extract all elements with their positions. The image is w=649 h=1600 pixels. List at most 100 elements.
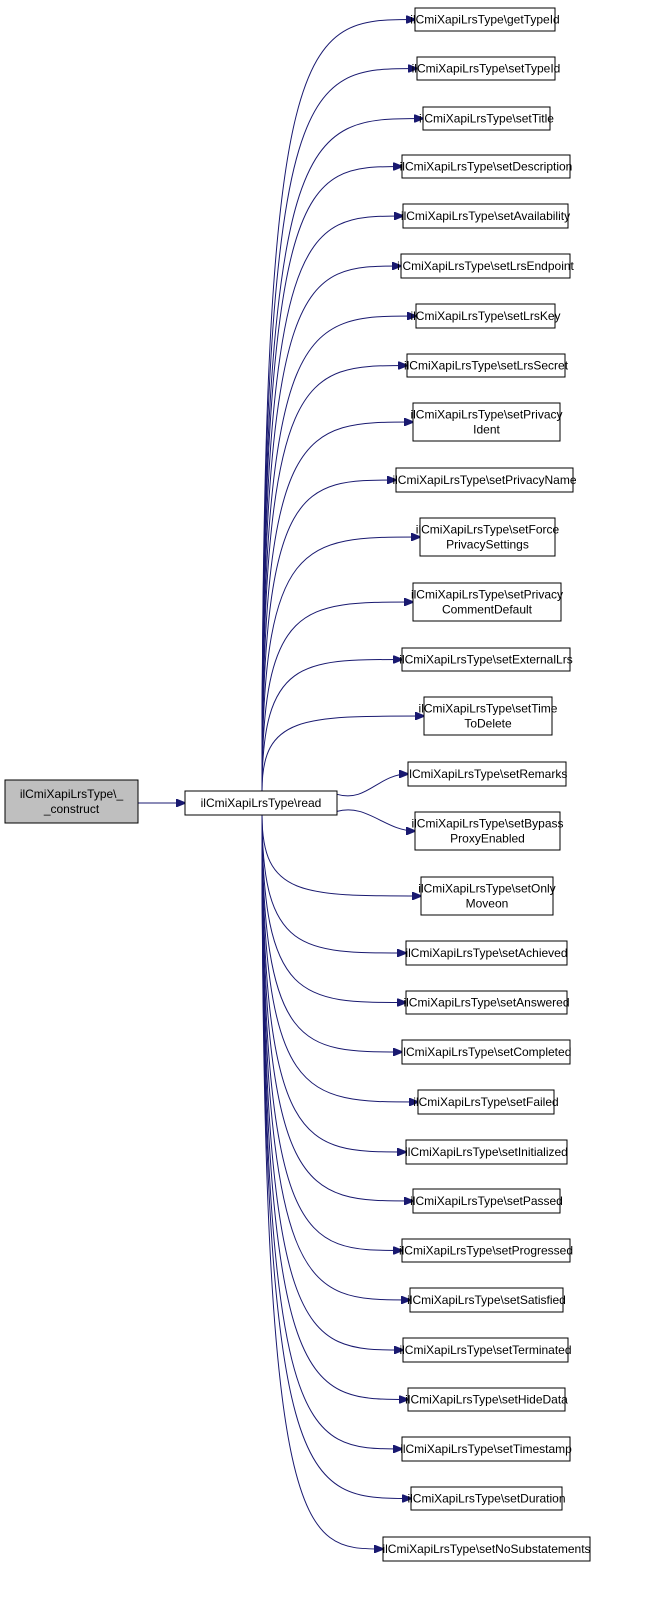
node-callee[interactable]: ilCmiXapiLrsType\setRemarks	[407, 761, 568, 787]
node-callee-box	[407, 761, 567, 787]
node-callee-label: ilCmiXapiLrsType\setBypass	[411, 817, 563, 831]
node-callee-label: ilCmiXapiLrsType\setDuration	[407, 1492, 565, 1506]
node-callee-label: ilCmiXapiLrsType\setPrivacy	[410, 408, 562, 422]
node-callee-label: ilCmiXapiLrsType\setHideData	[405, 1393, 568, 1407]
edge-read-to-callee	[261, 216, 403, 792]
node-callee[interactable]: ilCmiXapiLrsType\setTerminated	[399, 1337, 572, 1363]
node-read[interactable]: ilCmiXapiLrsType\read	[184, 790, 338, 816]
node-callee[interactable]: ilCmiXapiLrsType\setCompleted	[401, 1039, 572, 1065]
edge-read-to-callee	[261, 814, 383, 1549]
edge-read-to-callee	[261, 20, 415, 792]
node-callee[interactable]: ilCmiXapiLrsType\setPassed	[410, 1188, 563, 1214]
node-callee-label: ilCmiXapiLrsType\setTimestamp	[400, 1442, 572, 1456]
edge-read-to-callee	[261, 814, 411, 1499]
node-read-box	[184, 790, 338, 816]
node-callee[interactable]: ilCmiXapiLrsType\setHideData	[405, 1387, 568, 1412]
node-callee-box	[401, 1436, 571, 1462]
node-callee[interactable]: ilCmiXapiLrsType\setSatisfied	[407, 1287, 566, 1313]
node-callee-label: ilCmiXapiLrsType\setCompleted	[401, 1045, 572, 1059]
node-callee-label: ilCmiXapiLrsType\setPrivacy	[411, 588, 563, 602]
node-callee-box	[402, 203, 569, 229]
edge-read-to-callee	[261, 814, 413, 1201]
node-callee-box	[405, 990, 568, 1015]
node-callee[interactable]: ilCmiXapiLrsType\setTypeId	[412, 56, 561, 81]
edge-read-to-callee	[261, 316, 416, 792]
node-callee[interactable]: ilCmiXapiLrsType\setExternalLrs	[399, 647, 573, 672]
node-callee-label: ilCmiXapiLrsType\setOnly	[418, 882, 555, 896]
node-callee-box	[405, 1139, 568, 1165]
node-callee-box	[409, 1287, 564, 1313]
node-callee-box	[407, 1387, 566, 1412]
edge-read-to-callee	[336, 774, 408, 797]
node-callee-box	[415, 303, 556, 329]
node-callee-box	[416, 56, 556, 81]
node-callee[interactable]: ilCmiXapiLrsType\setLrsSecret	[404, 353, 569, 378]
edge-read-to-callee	[261, 814, 418, 1102]
node-callee-label: ilCmiXapiLrsType\setPrivacyName	[392, 473, 576, 487]
edge-read-to-callee	[261, 814, 410, 1300]
node-callee-box	[423, 696, 553, 736]
node-callee[interactable]: ilCmiXapiLrsType\getTypeId	[410, 7, 560, 32]
node-callee-box	[412, 1188, 561, 1214]
edge-read-to-callee	[261, 814, 402, 1052]
node-callee-label: ProxyEnabled	[450, 832, 525, 846]
node-callee-label: ilCmiXapiLrsType\setLrsEndpoint	[397, 259, 574, 273]
node-callee-box	[412, 402, 561, 442]
node-callee-box	[419, 517, 556, 557]
node-callee[interactable]: ilCmiXapiLrsType\setProgressed	[399, 1238, 573, 1263]
node-callee-box	[401, 1039, 571, 1065]
edge-read-to-callee	[261, 480, 396, 792]
node-callee[interactable]: ilCmiXapiLrsType\setNoSubstatements	[382, 1536, 591, 1562]
node-callee-box	[401, 647, 571, 672]
node-callee-label: ilCmiXapiLrsType\setAvailability	[401, 209, 570, 223]
node-callee-label: ilCmiXapiLrsType\setInitialized	[405, 1145, 568, 1159]
node-callee[interactable]: ilCmiXapiLrsType\setTimestamp	[400, 1436, 572, 1462]
node-callee-box	[422, 106, 551, 131]
node-callee-label: ilCmiXapiLrsType\setProgressed	[399, 1244, 573, 1258]
node-callee-label: ilCmiXapiLrsType\setRemarks	[407, 767, 568, 781]
node-callee[interactable]: ilCmiXapiLrsType\setFailed	[413, 1089, 559, 1115]
edge-read-to-callee	[261, 814, 403, 1350]
node-callee-box	[405, 940, 568, 966]
node-callee[interactable]: ilCmiXapiLrsType\setDescription	[400, 154, 573, 179]
node-callee[interactable]: ilCmiXapiLrsType\setPrivacyCommentDefaul…	[411, 582, 563, 622]
node-callee-box	[395, 467, 574, 493]
node-construct-label: _construct	[43, 802, 100, 816]
node-read-label: ilCmiXapiLrsType\read	[201, 796, 322, 810]
node-callee[interactable]: ilCmiXapiLrsType\setTitle	[419, 106, 554, 131]
node-callee-box	[382, 1536, 591, 1562]
node-callee-label: ilCmiXapiLrsType\setTitle	[419, 112, 554, 126]
node-callee-label: ilCmiXapiLrsType\setNoSubstatements	[382, 1542, 590, 1556]
edge-read-to-callee	[261, 602, 413, 792]
node-callee-box	[414, 811, 561, 851]
node-callee-label: PrivacySettings	[446, 538, 529, 552]
node-callee-box	[400, 253, 571, 279]
edge-read-to-callee	[261, 814, 402, 1251]
node-callee[interactable]: ilCmiXapiLrsType\setLrsEndpoint	[397, 253, 575, 279]
edge-read-to-callee	[261, 660, 402, 792]
node-callee[interactable]: ilCmiXapiLrsType\setLrsKey	[410, 303, 561, 329]
node-callee[interactable]: ilCmiXapiLrsType\setDuration	[407, 1486, 566, 1511]
node-callee-label: ilCmiXapiLrsType\setTime	[419, 702, 558, 716]
node-construct[interactable]: ilCmiXapiLrsType\__construct	[4, 779, 139, 824]
node-callee[interactable]: ilCmiXapiLrsType\setAchieved	[405, 940, 568, 966]
edge-read-to-callee	[336, 809, 415, 831]
node-callee[interactable]: ilCmiXapiLrsType\setPrivacyName	[392, 467, 577, 493]
edge-read-to-callee	[261, 537, 420, 792]
node-callee-label: ilCmiXapiLrsType\setFailed	[413, 1095, 558, 1109]
node-callee-label: Moveon	[466, 897, 509, 911]
node-callee[interactable]: ilCmiXapiLrsType\setAvailability	[401, 203, 570, 229]
node-callee[interactable]: ilCmiXapiLrsType\setInitialized	[405, 1139, 568, 1165]
node-callee-box	[414, 7, 556, 32]
edge-read-to-callee	[261, 716, 424, 792]
node-callee-label: ilCmiXapiLrsType\setLrsKey	[410, 309, 560, 323]
node-callee-label: ilCmiXapiLrsType\setTypeId	[412, 62, 561, 76]
node-callee-label: ilCmiXapiLrsType\setExternalLrs	[399, 653, 572, 667]
node-callee[interactable]: ilCmiXapiLrsType\setAnswered	[403, 990, 570, 1015]
